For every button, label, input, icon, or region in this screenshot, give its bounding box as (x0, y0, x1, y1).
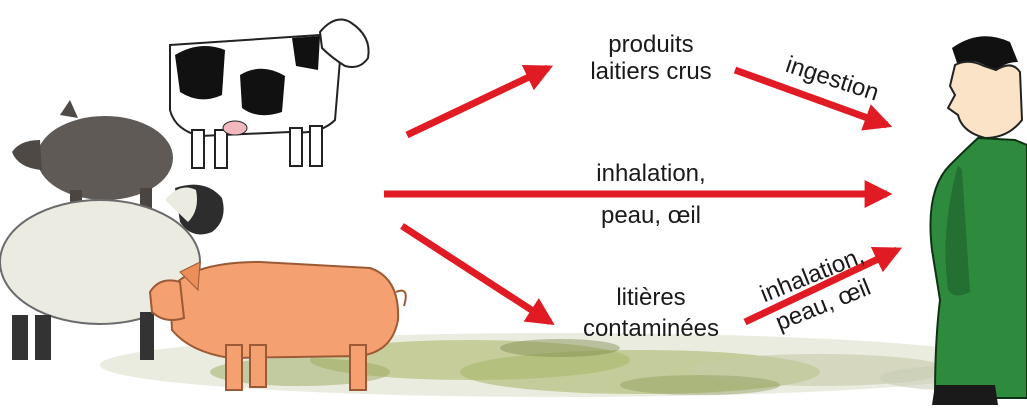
cow (170, 20, 369, 168)
inhalation-label-line2: peau, œil (601, 202, 701, 229)
arrow-animals-to-dairy (407, 68, 548, 135)
litter-label-line2: contaminées (583, 315, 719, 342)
farmer (930, 36, 1027, 405)
dairy-label-line2: laitiers crus (590, 58, 711, 85)
dairy-label-line1: produits (608, 31, 693, 58)
inhalation-label-line1: inhalation, (596, 160, 705, 187)
ingestion-label: ingestion (782, 51, 882, 106)
arrow-animals-to-litter (402, 226, 550, 322)
litter-label-line1: litières (616, 284, 685, 311)
